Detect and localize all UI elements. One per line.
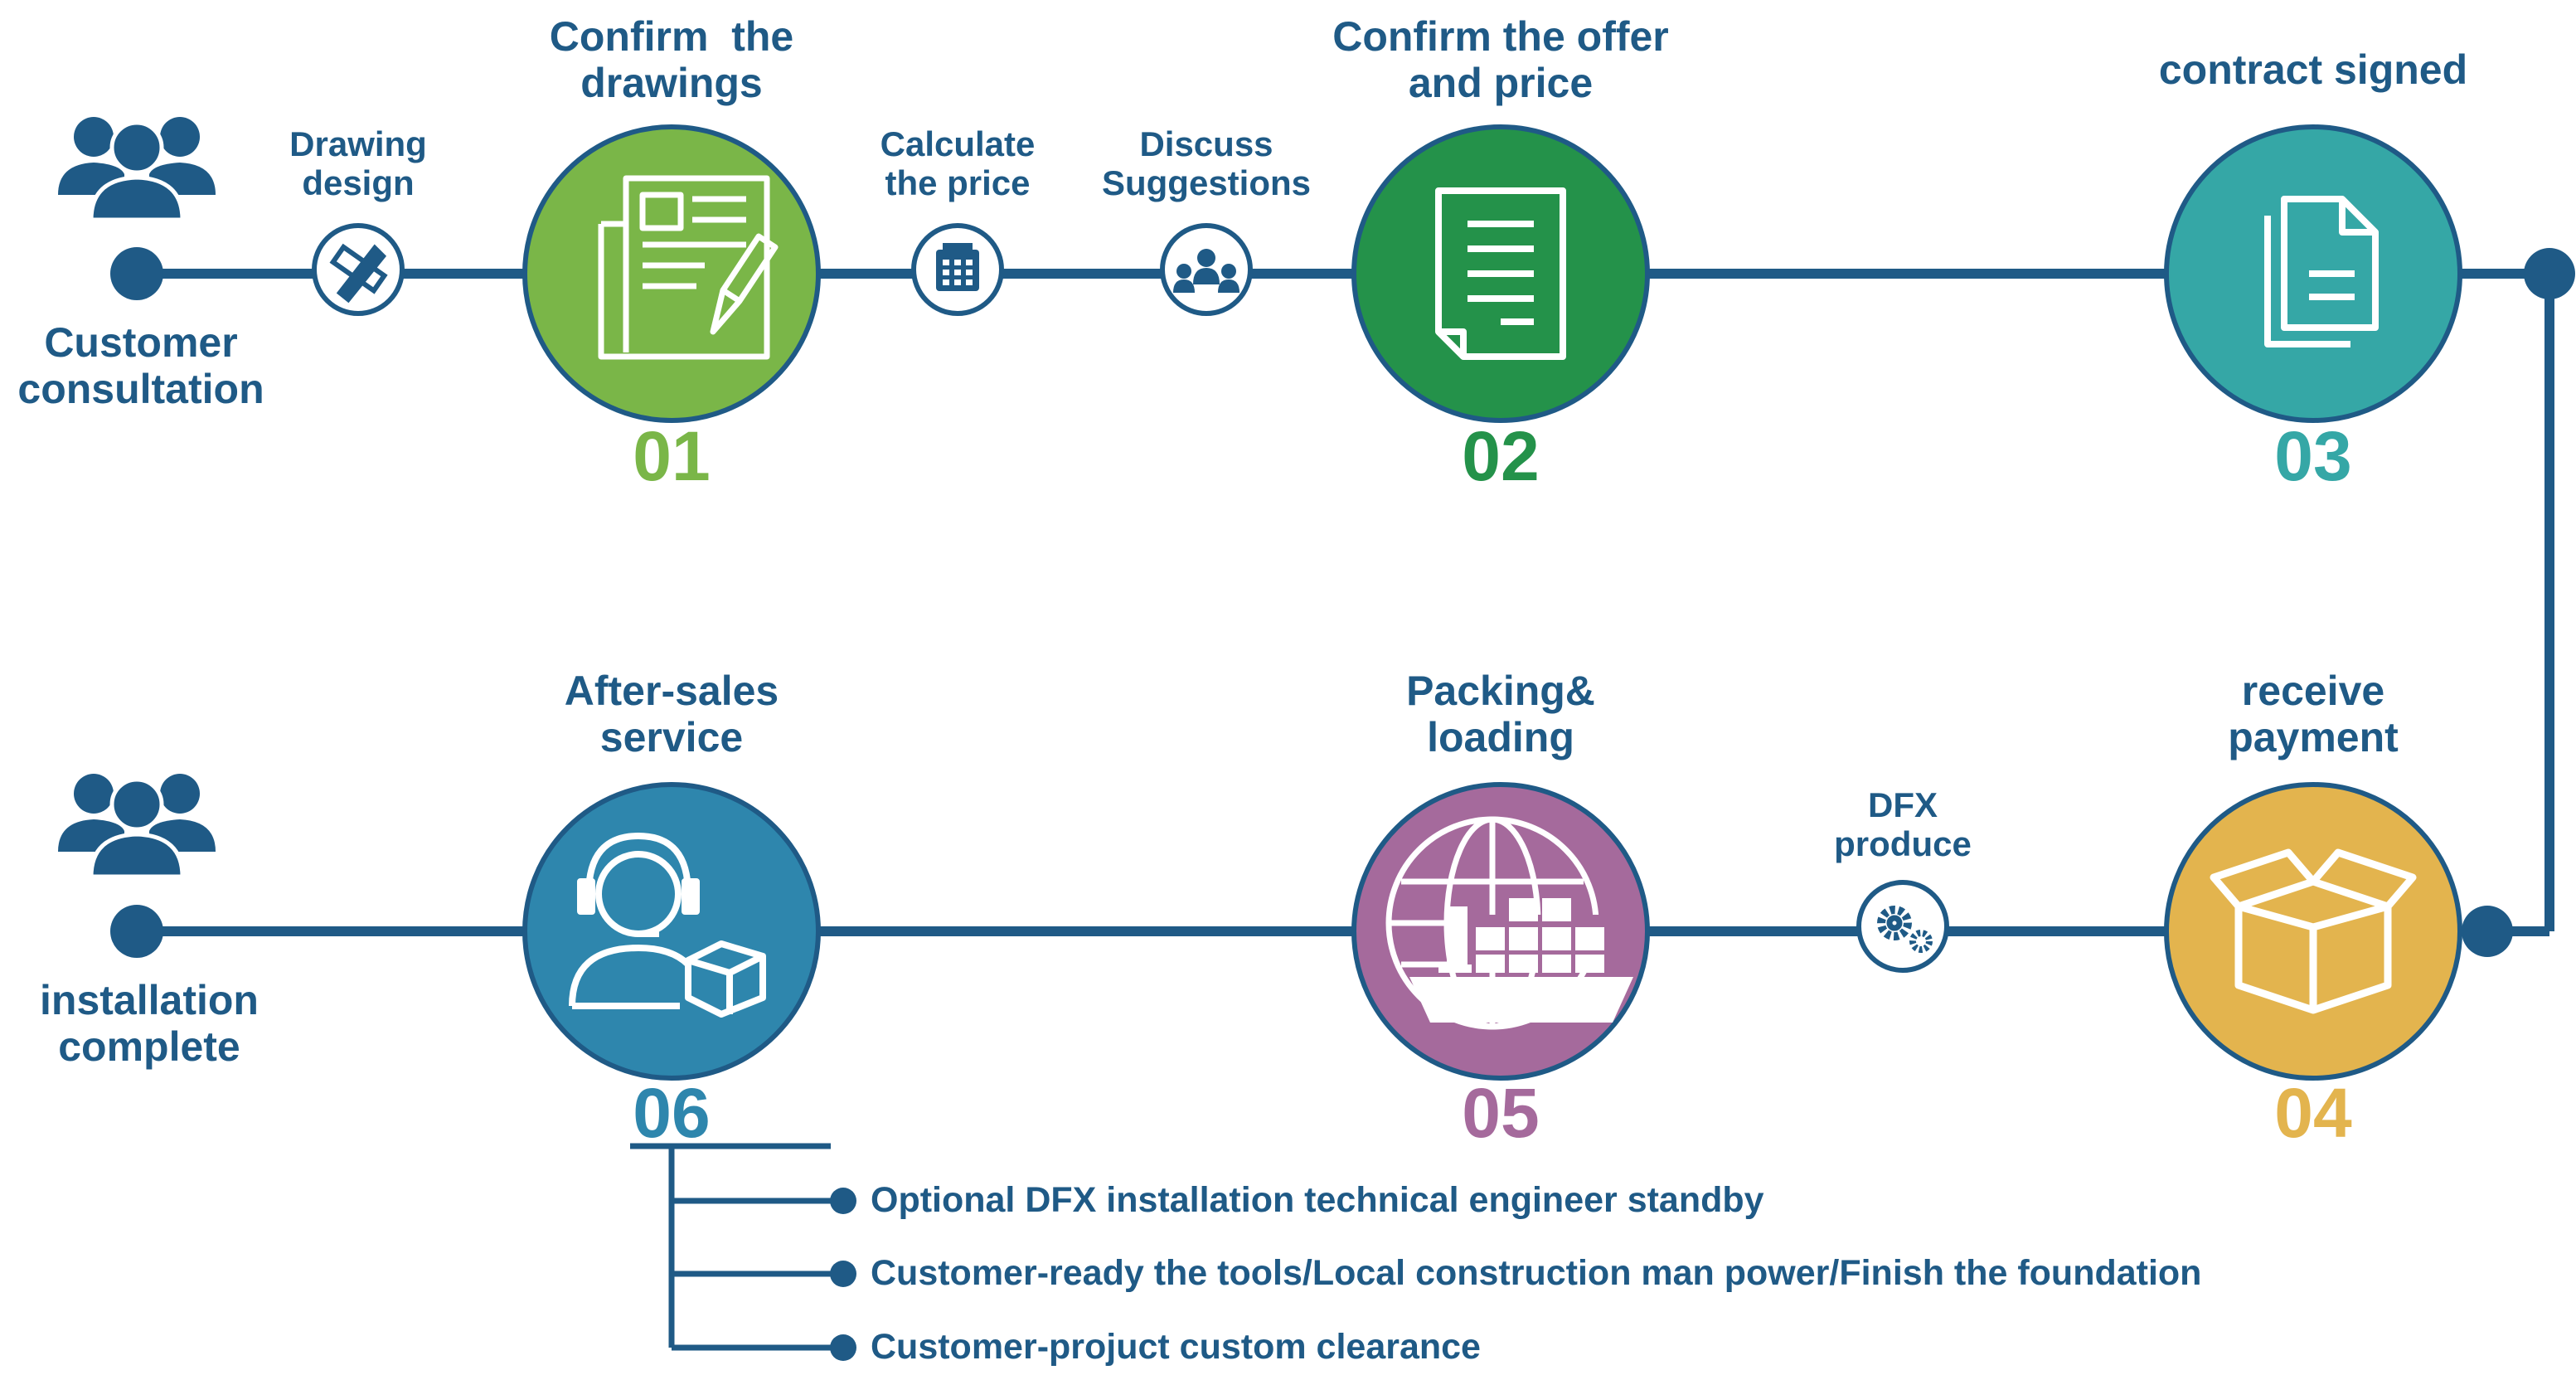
connector-discuss-label: Discuss Suggestions	[1101, 124, 1312, 203]
step-06-circle	[522, 782, 821, 1081]
documents-stack-icon	[2264, 196, 2379, 347]
step-01-title: Confirm the drawings	[549, 13, 806, 106]
step-01-circle	[522, 124, 821, 423]
flow-line	[137, 269, 2554, 936]
after-sales-item: Customer-ready the tools/Local construct…	[871, 1253, 2202, 1293]
gears-icon	[1856, 880, 1949, 973]
step-04-title: receive payment	[2228, 668, 2399, 760]
step-02-circle	[1351, 124, 1650, 423]
people-group-icon	[58, 774, 216, 879]
after-sales-item: Customer-projuct custom clearance	[871, 1327, 1481, 1367]
people-group-icon	[58, 117, 216, 222]
step-04-number: 04	[2274, 1074, 2352, 1152]
connector-drawing-label: Drawing design	[289, 124, 427, 203]
step-03-title: contract signed	[2158, 46, 2468, 93]
step-05-title: Packing& loading	[1406, 668, 1595, 760]
document-lines-icon	[1435, 187, 1566, 360]
connector-produce-label: DFX produce	[1834, 785, 1972, 864]
step-05-number: 05	[1462, 1074, 1540, 1152]
start-label: Customer consultation	[17, 319, 264, 412]
start-dot	[110, 247, 163, 300]
step-06-number: 06	[633, 1074, 711, 1152]
step-06-title: After-sales service	[564, 668, 779, 760]
step-04-circle	[2164, 782, 2462, 1081]
connector-price-label: Calculate the price	[880, 124, 1036, 203]
corner-dot-bottom	[2462, 906, 2513, 957]
open-box-icon	[2210, 848, 2417, 1014]
pencil-ruler-icon	[312, 223, 405, 316]
step-02-title: Confirm the offer and price	[1332, 13, 1669, 106]
after-sales-bracket	[630, 1143, 843, 1351]
step-03-circle	[2164, 124, 2462, 423]
support-agent-icon	[569, 833, 766, 1018]
bracket-dots	[830, 1188, 856, 1361]
end-dot	[110, 905, 163, 958]
step-03-number: 03	[2274, 417, 2352, 495]
calculator-icon	[911, 223, 1004, 316]
after-sales-item: Optional DFX installation technical engi…	[871, 1180, 1764, 1220]
step-01-number: 01	[633, 417, 711, 495]
step-05-circle	[1351, 782, 1650, 1081]
globe-ship-icon	[1385, 816, 1633, 1030]
corner-dot-top	[2524, 248, 2575, 299]
document-pen-icon	[598, 175, 779, 360]
end-label: installation complete	[40, 977, 259, 1070]
step-02-number: 02	[1462, 417, 1540, 495]
people-discuss-icon	[1160, 223, 1253, 316]
